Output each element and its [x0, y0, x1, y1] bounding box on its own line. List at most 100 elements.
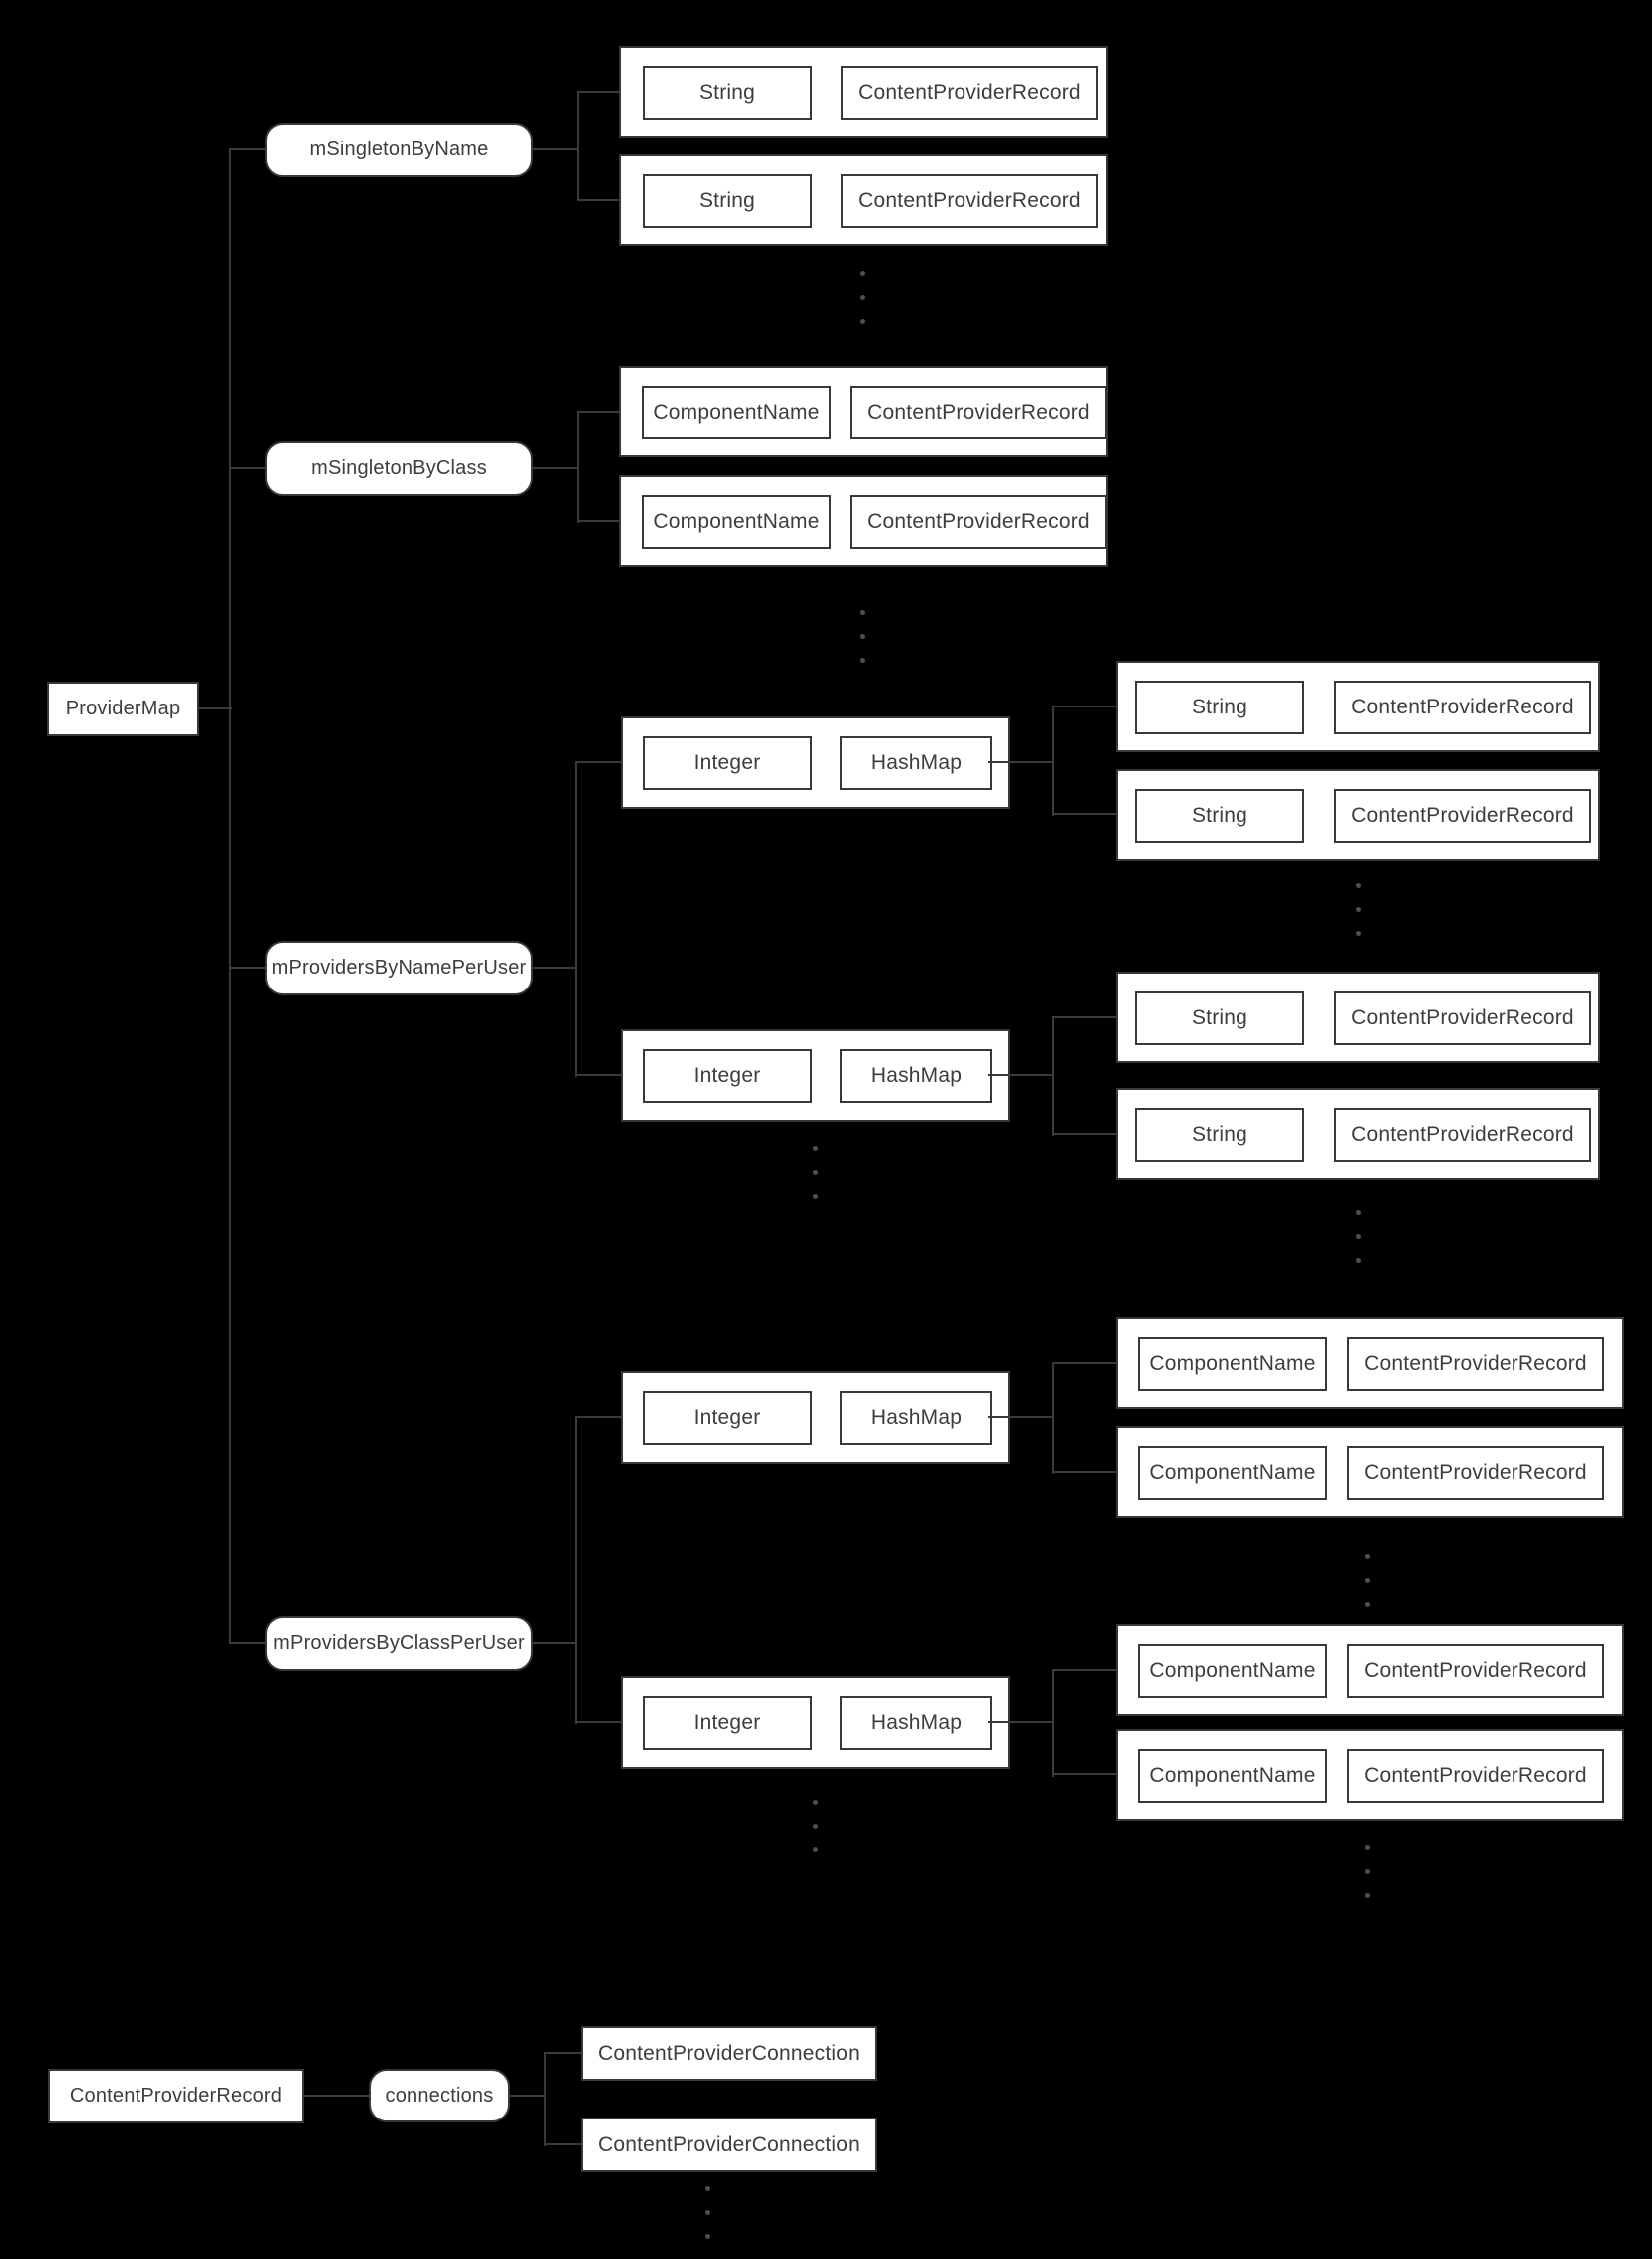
value-type-box: ContentProviderRecord — [841, 66, 1098, 120]
connector-trunk-singletonbyclass — [230, 467, 266, 470]
provider-map-label: ProviderMap — [65, 698, 181, 719]
key-type-box: ComponentName — [1138, 1749, 1327, 1803]
connector-providermap-trunk — [197, 707, 232, 710]
content-provider-record-label: ContentProviderRecord — [69, 2085, 283, 2107]
value-type-label: ContentProviderRecord — [1364, 1461, 1587, 1484]
value-type-box: ContentProviderRecord — [1347, 1446, 1604, 1500]
trunk-line — [229, 148, 232, 1644]
user-group-pair: Integer HashMap — [621, 1029, 1010, 1122]
value-type-label: ContentProviderRecord — [1364, 1659, 1587, 1682]
connector-node-bracket — [533, 967, 577, 970]
connector-bracket-entry — [544, 2052, 581, 2055]
connection-label: ContentProviderConnection — [598, 2132, 860, 2156]
connector-trunk-providersbyname — [230, 967, 266, 970]
bracket-line — [577, 411, 580, 523]
key-type-label: ComponentName — [653, 401, 820, 424]
value-type-label: HashMap — [870, 1406, 963, 1429]
key-type-box: ComponentName — [1138, 1446, 1327, 1500]
value-type-box: HashMap — [840, 1049, 992, 1103]
connector-bracket-group — [575, 1416, 621, 1419]
key-type-box: ComponentName — [1138, 1337, 1327, 1391]
value-type-box: ContentProviderRecord — [1334, 789, 1591, 843]
bracket-line — [1052, 1362, 1055, 1474]
entry-pair: String ContentProviderRecord — [1116, 769, 1600, 861]
value-type-box: HashMap — [840, 1696, 992, 1750]
value-type-label: ContentProviderRecord — [1351, 1123, 1574, 1146]
value-type-box: ContentProviderRecord — [850, 495, 1107, 549]
bracket-line — [575, 761, 578, 1077]
key-type-label: String — [1191, 696, 1248, 718]
value-type-label: ContentProviderRecord — [1351, 696, 1574, 718]
connector-bracket-group — [575, 761, 621, 764]
key-type-label: Integer — [693, 751, 761, 774]
connector-bracket-entry — [1052, 1016, 1116, 1019]
connector-bracket-entry — [1052, 706, 1116, 708]
key-type-label: String — [1191, 804, 1248, 827]
connector-record-connections — [304, 2095, 369, 2098]
user-group-pair: Integer HashMap — [621, 1371, 1010, 1464]
key-type-box: String — [1135, 1108, 1304, 1162]
connector-hashmap-bracket — [988, 1416, 1054, 1419]
value-type-label: ContentProviderRecord — [867, 510, 1090, 533]
key-type-label: Integer — [693, 1064, 761, 1087]
entry-pair: ComponentName ContentProviderRecord — [1116, 1317, 1624, 1409]
field-label: mSingletonByClass — [311, 457, 487, 479]
entry-pair: ComponentName ContentProviderRecord — [1116, 1426, 1624, 1518]
provider-map-box: ProviderMap — [47, 682, 199, 736]
ellipsis-dots — [705, 2186, 710, 2258]
connector-trunk-singletonbyname — [230, 148, 266, 151]
key-type-label: Integer — [693, 1711, 761, 1734]
key-type-box: ComponentName — [1138, 1644, 1327, 1698]
value-type-box: ContentProviderRecord — [1334, 681, 1591, 734]
value-type-label: ContentProviderRecord — [1364, 1764, 1587, 1787]
connector-bracket-entry — [577, 199, 620, 202]
key-type-label: ComponentName — [1149, 1352, 1316, 1375]
value-type-box: ContentProviderRecord — [1347, 1749, 1604, 1803]
field-node-singleton-by-class: mSingletonByClass — [265, 441, 533, 496]
entry-pair: ComponentName ContentProviderRecord — [619, 475, 1108, 567]
key-type-label: ComponentName — [1149, 1764, 1316, 1787]
field-label: connections — [385, 2084, 494, 2107]
entry-pair: String ContentProviderRecord — [1116, 661, 1600, 752]
field-label: mProvidersByNamePerUser — [271, 957, 527, 979]
ellipsis-dots — [860, 271, 865, 343]
value-type-label: ContentProviderRecord — [1351, 1006, 1574, 1029]
connector-bracket-entry — [1052, 1669, 1116, 1672]
key-type-box: Integer — [643, 1049, 812, 1103]
entry-pair: String ContentProviderRecord — [1116, 1088, 1600, 1180]
key-type-box: Integer — [643, 1391, 812, 1445]
ellipsis-dots — [1356, 1210, 1361, 1281]
key-type-box: ComponentName — [642, 386, 831, 439]
bracket-line — [1052, 1669, 1055, 1777]
connection-box: ContentProviderConnection — [581, 2026, 877, 2081]
connector-bracket-entry — [577, 520, 620, 523]
key-type-box: Integer — [643, 736, 812, 790]
field-label: mProvidersByClassPerUser — [273, 1632, 525, 1654]
value-type-label: HashMap — [870, 1064, 963, 1087]
entry-pair: ComponentName ContentProviderRecord — [619, 366, 1108, 457]
field-node-singleton-by-name: mSingletonByName — [265, 123, 533, 177]
entry-pair: String ContentProviderRecord — [1116, 972, 1600, 1063]
entry-pair: String ContentProviderRecord — [619, 46, 1108, 138]
connector-bracket-entry — [1052, 813, 1116, 816]
connector-bracket-entry — [577, 411, 620, 414]
entry-pair: ComponentName ContentProviderRecord — [1116, 1624, 1624, 1716]
field-label: mSingletonByName — [309, 139, 489, 160]
key-type-label: ComponentName — [1149, 1659, 1316, 1682]
value-type-box: ContentProviderRecord — [850, 386, 1107, 439]
ellipsis-dots — [813, 1146, 818, 1218]
key-type-label: String — [1191, 1123, 1248, 1146]
key-type-box: String — [1135, 681, 1304, 734]
field-node-providers-by-name-per-user: mProvidersByNamePerUser — [265, 941, 533, 995]
connection-label: ContentProviderConnection — [598, 2041, 860, 2065]
value-type-label: ContentProviderRecord — [867, 401, 1090, 424]
value-type-box: ContentProviderRecord — [1347, 1337, 1604, 1391]
value-type-box: HashMap — [840, 736, 992, 790]
value-type-label: HashMap — [870, 751, 963, 774]
entry-pair: String ContentProviderRecord — [619, 154, 1108, 246]
user-group-pair: Integer HashMap — [621, 716, 1010, 809]
connector-node-bracket — [533, 1642, 577, 1645]
key-type-box: String — [643, 174, 812, 228]
bracket-line — [577, 91, 580, 201]
